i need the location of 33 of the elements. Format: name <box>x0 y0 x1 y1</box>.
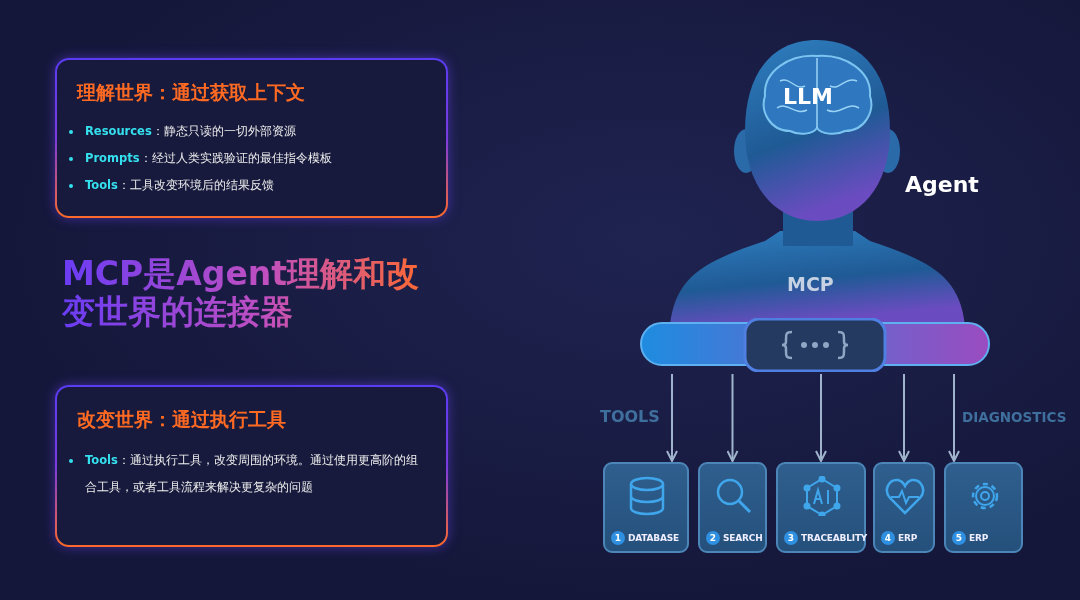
bullet-item: Prompts：经过人类实践验证的最佳指令模板 <box>85 145 418 172</box>
section-label: TOOLS <box>600 407 660 426</box>
tool-card <box>873 462 935 553</box>
bullet-item: Resources：静态只读的一切外部资源 <box>85 118 418 145</box>
number-badge: 1 <box>611 531 625 545</box>
arrow <box>898 373 910 462</box>
section-label: DIAGNOSTICS <box>962 409 1067 425</box>
body-label: MCP <box>787 273 834 295</box>
tool-name: ERP <box>898 532 918 545</box>
number-badge: 5 <box>952 531 966 545</box>
number-badge: 4 <box>881 531 895 545</box>
tool-name: TRACEABLITY <box>801 532 868 545</box>
tool-name: SEARCH <box>723 532 763 545</box>
bullet-item: Tools：通过执行工具，改变周围的环境。通过使用更高阶的组合工具，或者工具流程来解决更复杂的问题 <box>85 447 418 501</box>
bullet-item: Tools：工具改变环境后的结果反馈 <box>85 172 418 199</box>
number-badge: 3 <box>784 531 798 545</box>
tool-card <box>698 462 767 553</box>
card-title: 理解世界：通过获取上下文 <box>77 80 305 105</box>
tool-card <box>944 462 1023 553</box>
tool-card <box>776 462 866 553</box>
figure-caption: Agent <box>905 172 979 197</box>
tool-name: ERP <box>969 532 989 545</box>
tool-card <box>603 462 689 553</box>
arrow <box>948 373 960 462</box>
brain-label: LLM <box>783 84 833 109</box>
info-card <box>55 385 448 547</box>
arrow <box>815 373 827 462</box>
arrow <box>666 373 678 462</box>
tool-name: DATABASE <box>628 532 679 545</box>
info-card <box>55 58 448 218</box>
number-badge: 2 <box>706 531 720 545</box>
arrow <box>726 373 739 462</box>
card-title: 改变世界：通过执行工具 <box>77 407 286 432</box>
